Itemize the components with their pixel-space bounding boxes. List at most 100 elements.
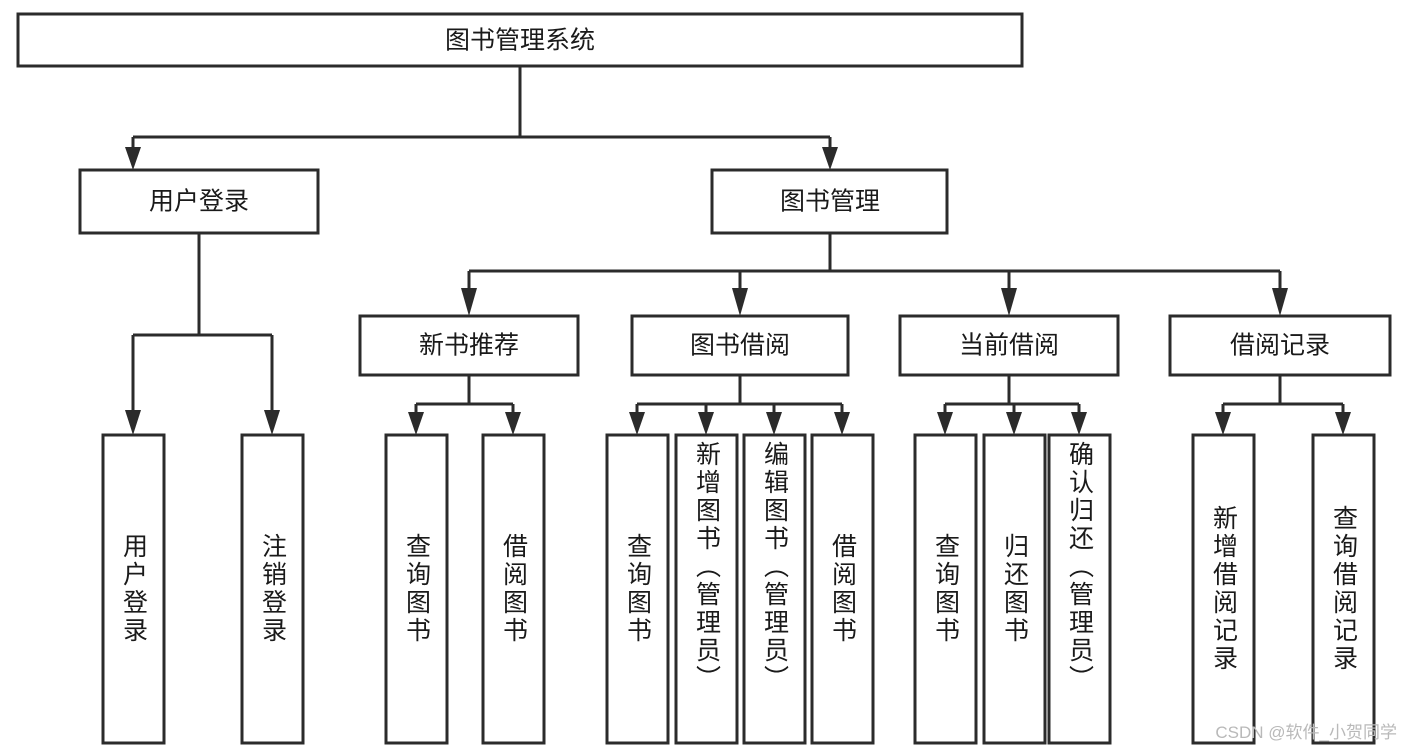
leaf-logout[interactable]: 注销登录	[240, 433, 305, 745]
leaf-query-book-borrow-box[interactable]	[605, 433, 670, 745]
leaf-return-book-box[interactable]	[982, 433, 1047, 745]
leaf-logout-box[interactable]	[240, 433, 305, 745]
node-root[interactable]: 图书管理系统	[16, 12, 1024, 68]
leaf-query-book-recommend-text-wrap: 查询图书	[402, 533, 431, 645]
leaf-query-borrow-record-box[interactable]	[1311, 433, 1376, 745]
leaf-query-book-current-text-wrap: 查询图书	[931, 533, 960, 645]
node-user-login[interactable]: 用户登录	[78, 168, 320, 235]
arrow-bb-to-edit-book	[766, 412, 782, 435]
node-user-login-box[interactable]	[78, 168, 320, 235]
leaf-add-borrow-record-label: 新增借阅记录	[1209, 505, 1238, 673]
node-book-borrow[interactable]: 图书借阅	[630, 314, 850, 377]
leaf-confirm-return-admin[interactable]: 确认归还（管理员）	[1047, 433, 1112, 745]
leaf-confirm-return-admin-text-wrap: 确认归还（管理员）	[1065, 441, 1094, 693]
connector-borrow-record-bus	[1221, 375, 1345, 418]
leaf-query-borrow-record-label: 查询借阅记录	[1329, 505, 1358, 673]
connector-book-management-bus	[467, 233, 1282, 292]
arrow-bb-to-borrow-book	[834, 412, 850, 435]
node-book-management-box[interactable]	[710, 168, 949, 235]
arrow-bb-to-query-book	[629, 412, 645, 435]
arrow-nbr-to-borrow-book	[505, 412, 521, 435]
leaf-borrow-book-recommend-box[interactable]	[481, 433, 546, 745]
leaf-query-book-borrow-text-wrap: 查询图书	[623, 533, 652, 645]
leaf-confirm-return-admin-label: 确认归还（管理员）	[1065, 441, 1094, 693]
leaf-return-book[interactable]: 归还图书	[982, 433, 1047, 745]
arrow-bb-to-add-book	[698, 412, 714, 435]
leaf-user-login-label: 用户登录	[119, 533, 148, 645]
node-current-borrow-label: 当前借阅	[959, 332, 1059, 360]
leaf-borrow-book-recommend-text-wrap: 借阅图书	[499, 533, 528, 645]
leaf-borrow-book-text-wrap: 借阅图书	[828, 533, 857, 645]
connector-current-borrow-bus	[943, 375, 1081, 418]
leaf-edit-book-admin-text-wrap: 编辑图书（管理员）	[760, 441, 789, 693]
arrow-nbr-to-query-book	[408, 412, 424, 435]
arrow-cb-to-confirm-return	[1071, 412, 1087, 435]
leaf-user-login-text-wrap: 用户登录	[119, 533, 148, 645]
node-book-borrow-box[interactable]	[630, 314, 850, 377]
connector-root-bus	[131, 66, 832, 158]
node-user-login-label: 用户登录	[149, 188, 249, 216]
leaf-add-book-admin-label: 新增图书（管理员）	[692, 441, 721, 693]
leaf-query-book-current[interactable]: 查询图书	[913, 433, 978, 745]
leaf-add-book-admin[interactable]: 新增图书（管理员）	[674, 433, 739, 745]
leaf-query-borrow-record[interactable]: 查询借阅记录	[1311, 433, 1376, 745]
arrow-bm-to-book-borrow	[732, 288, 748, 316]
leaf-query-book-borrow-label: 查询图书	[623, 533, 652, 645]
leaf-borrow-book-recommend-label: 借阅图书	[499, 533, 528, 645]
leaf-add-borrow-record[interactable]: 新增借阅记录	[1191, 433, 1256, 745]
leaf-return-book-label: 归还图书	[1000, 533, 1029, 645]
leaf-query-book-current-box[interactable]	[913, 433, 978, 745]
leaf-add-book-admin-text-wrap: 新增图书（管理员）	[692, 441, 721, 693]
leaf-borrow-book-recommend[interactable]: 借阅图书	[481, 433, 546, 745]
node-root-box[interactable]	[16, 12, 1024, 68]
leaf-query-book-recommend-label: 查询图书	[402, 533, 431, 645]
leaf-logout-label: 注销登录	[258, 533, 287, 645]
node-current-borrow[interactable]: 当前借阅	[898, 314, 1120, 377]
leaf-add-borrow-record-box[interactable]	[1191, 433, 1256, 745]
leaf-logout-text-wrap: 注销登录	[258, 533, 287, 645]
node-book-management-label: 图书管理	[780, 188, 880, 216]
leaf-borrow-book-label: 借阅图书	[828, 533, 857, 645]
node-borrow-record-box[interactable]	[1168, 314, 1392, 377]
leaf-query-book-recommend-box[interactable]	[384, 433, 449, 745]
arrow-cb-to-query-book	[937, 412, 953, 435]
node-book-management[interactable]: 图书管理	[710, 168, 949, 235]
arrow-bm-to-new-book-recommend	[461, 288, 477, 316]
arrow-root-to-user-login	[125, 147, 141, 170]
leaf-add-book-admin-box[interactable]	[674, 433, 739, 745]
node-borrow-record[interactable]: 借阅记录	[1168, 314, 1392, 377]
node-root-label: 图书管理系统	[445, 27, 595, 55]
csdn-watermark: CSDN @软件_小贺同学	[1215, 723, 1397, 742]
leaf-query-borrow-record-text-wrap: 查询借阅记录	[1329, 505, 1358, 673]
leaf-edit-book-admin-box[interactable]	[742, 433, 807, 745]
leaf-borrow-book-box[interactable]	[810, 433, 875, 745]
arrow-br-to-query-record	[1335, 412, 1351, 435]
leaf-edit-book-admin[interactable]: 编辑图书（管理员）	[742, 433, 807, 745]
leaf-query-book-current-label: 查询图书	[931, 533, 960, 645]
node-new-book-recommend-box[interactable]	[358, 314, 580, 377]
leaf-query-book-recommend[interactable]: 查询图书	[384, 433, 449, 745]
arrow-cb-to-return-book	[1006, 412, 1022, 435]
leaf-user-login[interactable]: 用户登录	[101, 433, 166, 745]
connector-book-borrow-bus	[635, 375, 844, 418]
leaf-confirm-return-admin-box[interactable]	[1047, 433, 1112, 745]
node-book-borrow-label: 图书借阅	[690, 332, 790, 360]
node-borrow-record-label: 借阅记录	[1230, 332, 1330, 360]
connector-user-login-bus	[131, 233, 274, 420]
connector-new-book-recommend-bus	[414, 375, 515, 418]
arrow-user-login-to-leaf-logout	[264, 410, 280, 435]
node-new-book-recommend-label: 新书推荐	[419, 332, 519, 360]
leaf-add-borrow-record-text-wrap: 新增借阅记录	[1209, 505, 1238, 673]
leaf-borrow-book[interactable]: 借阅图书	[810, 433, 875, 745]
arrow-root-to-book-management	[822, 147, 838, 170]
leaf-user-login-box[interactable]	[101, 433, 166, 745]
node-new-book-recommend[interactable]: 新书推荐	[358, 314, 580, 377]
leaf-edit-book-admin-label: 编辑图书（管理员）	[760, 441, 789, 693]
node-current-borrow-box[interactable]	[898, 314, 1120, 377]
arrow-bm-to-borrow-record	[1272, 288, 1288, 316]
leaf-return-book-text-wrap: 归还图书	[1000, 533, 1029, 645]
leaf-query-book-borrow[interactable]: 查询图书	[605, 433, 670, 745]
connector-layer	[125, 66, 1351, 435]
